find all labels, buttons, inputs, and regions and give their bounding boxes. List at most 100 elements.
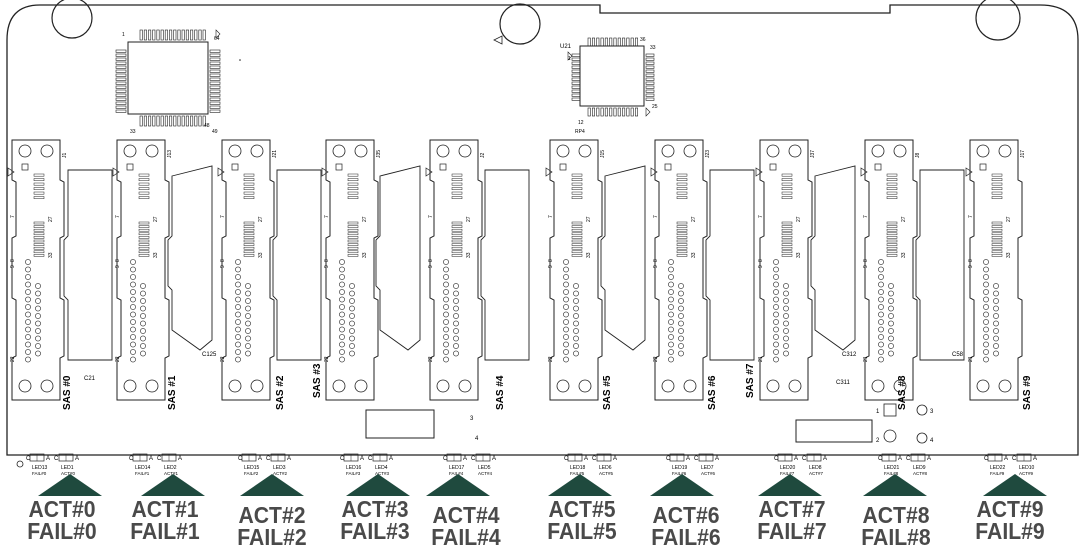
pin-number: 33 [1006, 252, 1012, 258]
pin-number: 22 [324, 356, 330, 362]
led-pointer [863, 474, 927, 496]
led-function: FAIL#7 [780, 471, 795, 476]
pin-number: 9 [968, 265, 974, 268]
pin-number: 27 [362, 216, 368, 222]
sas-connector [864, 139, 918, 401]
u21-pin-label: 12 [578, 120, 584, 126]
led-function: FAIL#5 [570, 471, 585, 476]
pin-number: 27 [796, 216, 802, 222]
sas-slot-label: SAS #9 [1022, 375, 1033, 410]
led-function: ACT#6 [701, 471, 716, 476]
led-function: ACT#7 [809, 471, 824, 476]
led-ref: LED18 [570, 465, 586, 471]
led-function: FAIL#2 [244, 471, 259, 476]
component-box [795, 419, 873, 443]
led-function: ACT#3 [375, 471, 390, 476]
act-label: ACT#6 [652, 502, 720, 528]
led-function: ACT#2 [273, 471, 288, 476]
connector-ref: J23 [705, 150, 711, 158]
pin-number: 8 [220, 259, 226, 262]
connector-ref: J17 [1020, 150, 1026, 158]
board-cutout [63, 169, 113, 361]
svg-text:A: A [927, 456, 931, 462]
led-ref: LED10 [1019, 465, 1035, 471]
board-cutout [167, 165, 213, 351]
svg-text:C: C [266, 456, 271, 462]
svg-text:A: A [584, 456, 588, 462]
cap-label: C58 [952, 352, 964, 358]
pin-number: 7 [653, 215, 659, 218]
mounting-hole-left [51, 0, 93, 39]
pin-number: 22 [10, 356, 16, 362]
svg-text:A: A [360, 456, 364, 462]
pin-number: 33 [153, 252, 159, 258]
pin-number: 8 [758, 259, 764, 262]
act-label: ACT#2 [238, 502, 306, 528]
svg-text:A: A [898, 456, 902, 462]
act-label: ACT#5 [548, 496, 616, 522]
svg-text:A: A [613, 456, 617, 462]
u1-pin-label: 48 [204, 123, 210, 129]
connector-ref: J15 [600, 150, 606, 158]
led-ref: LED4 [375, 465, 388, 471]
led-pointer [141, 474, 205, 496]
led-function: ACT#5 [599, 471, 614, 476]
connector-ref: J37 [810, 150, 816, 158]
svg-text:C: C [26, 456, 31, 462]
u1-pin-label: 1 [122, 32, 125, 38]
led-function: FAIL#1 [135, 471, 150, 476]
fail-label: FAIL#7 [757, 518, 827, 544]
sas-connector [969, 139, 1023, 401]
pin-number: 9 [758, 265, 764, 268]
svg-text:C: C [774, 456, 779, 462]
u1-pin-label: 49 [212, 129, 218, 135]
pin-number: 9 [324, 265, 330, 268]
fail-label: FAIL#4 [431, 524, 501, 550]
u21-pin-label: 25 [652, 104, 658, 110]
board-cutout [375, 165, 421, 351]
pad-number: 3 [930, 409, 934, 415]
fail-label: FAIL#5 [547, 518, 617, 544]
led-function: FAIL#0 [32, 471, 47, 476]
sas-connector [116, 139, 170, 401]
sas-slot-label: SAS #8 [897, 375, 908, 410]
chip-u1: 64 49 33 1 48 [115, 29, 221, 135]
led-function: FAIL#9 [990, 471, 1005, 476]
component-box [883, 403, 897, 417]
connector-ref: J2 [480, 153, 486, 159]
svg-text:C: C [54, 456, 59, 462]
led-ref: LED8 [809, 465, 822, 471]
svg-text:A: A [492, 456, 496, 462]
led-pointer [650, 474, 714, 496]
sas-connector [221, 139, 275, 401]
svg-text:C: C [666, 456, 671, 462]
svg-text:A: A [715, 456, 719, 462]
pin-number: 7 [324, 215, 330, 218]
fail-label: FAIL#3 [340, 518, 410, 544]
led-ref: LED15 [244, 465, 260, 471]
pin-number: 8 [548, 259, 554, 262]
led-function: FAIL#6 [672, 471, 687, 476]
led-function: ACT#8 [913, 471, 928, 476]
u21-pin-label: 1 [568, 56, 571, 62]
u1-pin-label: 33 [130, 129, 136, 135]
led-ref: LED20 [780, 465, 796, 471]
svg-text:C: C [906, 456, 911, 462]
pin-number: 33 [48, 252, 54, 258]
board-cutout [480, 169, 530, 361]
pin-number: 22 [220, 356, 226, 362]
led-pointer [346, 474, 410, 496]
cap-label: C312 [842, 352, 857, 358]
connector-ref: J1 [62, 153, 68, 159]
